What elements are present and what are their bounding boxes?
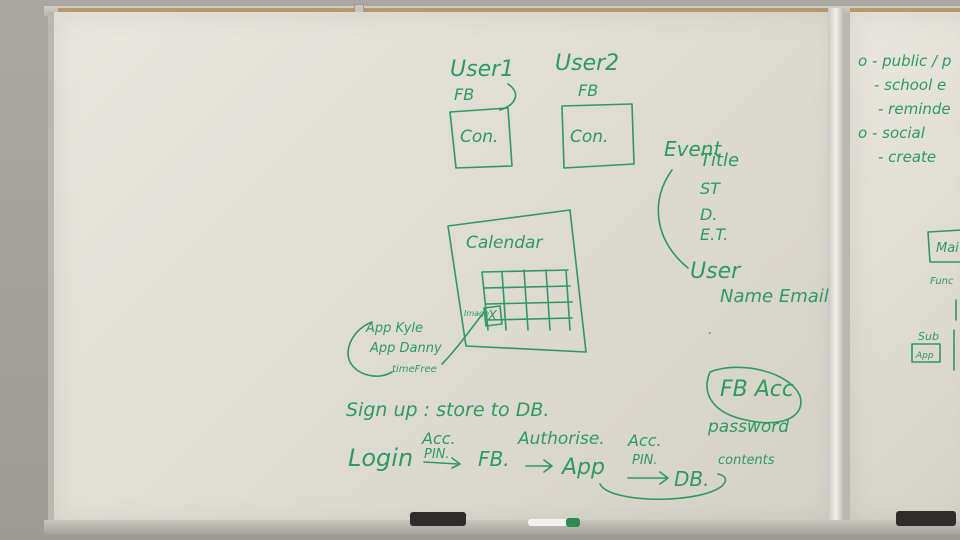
board-divider xyxy=(828,8,844,534)
calendar-grid xyxy=(481,269,573,331)
login-db: DB. xyxy=(674,467,709,491)
app-link-line xyxy=(441,311,485,365)
cork-strip-right xyxy=(850,8,960,13)
right-line-0: o - public / p xyxy=(858,52,951,70)
right-sub: Sub xyxy=(918,330,939,343)
user-block-dot: . xyxy=(708,322,712,338)
app-bracket xyxy=(347,321,393,377)
login-label: Login xyxy=(348,444,413,472)
con1-box xyxy=(449,107,513,169)
right-line-2: - reminde xyxy=(878,100,951,118)
user2-label: User2 xyxy=(555,51,619,76)
right-box-label: Mai xyxy=(936,241,959,256)
login-arrow1 xyxy=(423,457,461,469)
event-field-3: E.T. xyxy=(700,225,728,244)
user-block-fields: Name Email xyxy=(720,286,829,307)
con1-label: Con. xyxy=(460,127,498,147)
event-title: Event xyxy=(664,137,722,161)
login-arrow3 xyxy=(627,471,669,485)
signup-text: Sign up : store to DB. xyxy=(346,399,549,421)
calendar-cell-box xyxy=(483,305,503,327)
login-app: App xyxy=(560,455,605,480)
calendar-cell-x: X xyxy=(487,309,498,324)
right-func: Func xyxy=(930,276,954,287)
app-line1: App Kyle xyxy=(365,321,423,336)
app-line2: App Danny xyxy=(369,341,442,356)
fb-acc-label: FB Acc xyxy=(720,377,794,402)
login-pin2: PIN. xyxy=(632,453,658,468)
eraser-right xyxy=(896,511,956,526)
right-app: App xyxy=(915,351,934,361)
whiteboard-left xyxy=(48,12,836,534)
event-field-0: Title xyxy=(700,150,739,171)
login-acc1: Acc. xyxy=(421,429,456,448)
fb-acc-password: password xyxy=(707,417,789,437)
login-pin1: PIN. xyxy=(424,447,450,462)
right-line-3: o - social xyxy=(858,124,926,142)
login-return-arrow xyxy=(599,473,727,501)
marker-tray xyxy=(44,520,960,534)
right-line-1: - school e xyxy=(874,76,946,94)
marker-cap xyxy=(566,518,580,527)
right-line-4: - create xyxy=(878,148,936,166)
user1-label: User1 xyxy=(450,57,514,82)
app-line3: timeFree xyxy=(392,364,437,375)
right-box xyxy=(927,229,960,263)
login-authorise: Authorise. xyxy=(517,429,605,449)
calendar-box xyxy=(447,209,587,353)
right-app-box xyxy=(911,343,941,363)
fb2-label: FB xyxy=(578,81,598,100)
event-field-1: ST xyxy=(700,179,721,198)
fb-acc-contents: contents xyxy=(718,453,775,468)
fb1-label: FB xyxy=(454,85,474,104)
con2-label: Con. xyxy=(570,127,608,147)
login-acc2: Acc. xyxy=(627,431,662,450)
calendar-cell-label: Image xyxy=(464,309,489,318)
con2-box xyxy=(561,103,635,169)
user-block-title: User xyxy=(690,259,742,284)
event-bracket xyxy=(657,169,689,269)
eraser xyxy=(410,512,466,526)
event-field-2: D. xyxy=(700,205,717,224)
login-fb: FB. xyxy=(478,447,510,471)
user1-arrow xyxy=(499,83,517,111)
marker xyxy=(528,519,580,526)
cork-strip xyxy=(58,8,828,13)
calendar-title: Calendar xyxy=(466,233,543,253)
fb-acc-oval xyxy=(706,366,802,424)
login-arrow2 xyxy=(525,459,553,473)
